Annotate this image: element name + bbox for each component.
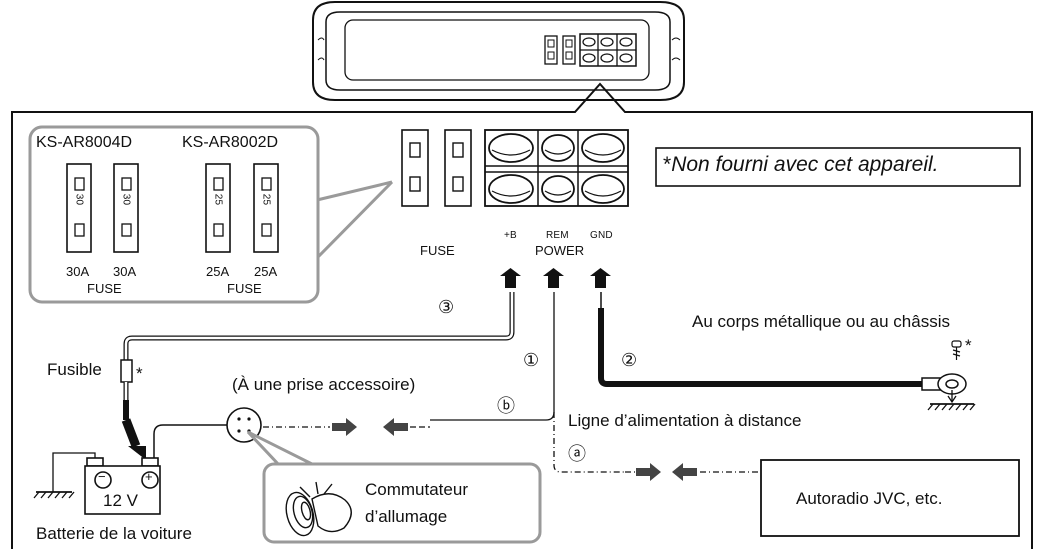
battery-voltage: 12 V xyxy=(103,491,138,510)
battery-caption: Batterie de la voiture xyxy=(36,524,192,543)
ring-terminal-icon xyxy=(921,373,967,395)
inset-fuse-rating: 25A xyxy=(254,264,278,279)
main-fuses xyxy=(401,129,472,207)
ground-icon xyxy=(927,390,976,411)
note-text: *Non fourni avec cet appareil. xyxy=(663,153,939,177)
inset-fuse-value: 30 xyxy=(73,193,85,206)
key-icon xyxy=(299,481,352,533)
note-star: * xyxy=(663,153,672,176)
terminal-bplus-label: +B xyxy=(504,230,517,241)
chassis-label: Au corps métallique ou au châssis xyxy=(692,312,950,331)
arrow-left-icon xyxy=(383,418,408,436)
inset-fuse-rating: 30A xyxy=(113,264,137,279)
remote-line-label: Ligne d’alimentation à distance xyxy=(568,411,802,430)
inset-fuse-rating: 25A xyxy=(206,264,230,279)
arrow-up-icon xyxy=(590,268,611,288)
battery-minus: − xyxy=(98,469,106,484)
arrow-up-icon xyxy=(543,268,564,288)
wire-3 xyxy=(120,292,515,460)
radio-label: Autoradio JVC, etc. xyxy=(796,489,943,508)
fuse-icon xyxy=(205,163,231,253)
inset-fuse-rating: 30A xyxy=(66,264,90,279)
fuse-icon xyxy=(120,359,133,383)
wire-label-3: ③ xyxy=(438,297,455,317)
wire-label-2: ② xyxy=(621,350,638,370)
arrow-left-icon xyxy=(672,463,697,481)
connection-label-b: ⓑ xyxy=(497,396,515,416)
inline-fuse-star: * xyxy=(136,364,143,383)
connection-label-a: ⓐ xyxy=(568,444,586,464)
inset-fuse-label-right: FUSE xyxy=(227,281,262,296)
arrow-right-icon xyxy=(636,463,661,481)
terminal-block-icon xyxy=(484,129,629,207)
terminal-gnd-label: GND xyxy=(590,230,613,241)
arrow-up-icon xyxy=(500,268,521,288)
main-fuse-label: FUSE xyxy=(420,243,455,258)
fuse-icon xyxy=(113,163,139,253)
wire-label-1: ① xyxy=(523,350,540,370)
inset-fuse-label-left: FUSE xyxy=(87,281,122,296)
screw-star: * xyxy=(965,336,972,355)
fuse-inset xyxy=(28,125,394,304)
inset-fuse-set xyxy=(66,163,279,253)
ignition-label-line1: Commutateur xyxy=(365,480,468,499)
inline-fuse-label: Fusible xyxy=(47,360,102,379)
battery-icon xyxy=(84,457,161,515)
wire-2 xyxy=(598,292,925,387)
inset-fuse-value: 25 xyxy=(212,193,224,206)
inset-fuse-value: 25 xyxy=(260,193,272,206)
fuse-icon xyxy=(66,163,92,253)
model-right: KS-AR8002D xyxy=(182,134,279,151)
screw-icon xyxy=(951,340,962,360)
inset-fuse-value: 30 xyxy=(120,193,132,206)
battery-plus: + xyxy=(145,469,153,484)
detail-frame xyxy=(11,82,1033,549)
accessory-label: (À une prise accessoire) xyxy=(232,375,416,394)
terminal-rem-label: REM xyxy=(546,230,569,241)
note-body: Non fourni avec cet appareil. xyxy=(671,153,939,176)
radio-box xyxy=(760,459,1020,537)
terminal-power-label: POWER xyxy=(535,243,585,258)
note-box xyxy=(655,147,1021,187)
fuse-icon xyxy=(253,163,279,253)
amplifier-unit xyxy=(312,1,685,101)
arrow-right-icon xyxy=(332,418,357,436)
ground-icon xyxy=(33,452,96,499)
ignition-label-line2: d’allumage xyxy=(365,507,448,526)
model-left: KS-AR8004D xyxy=(36,134,133,151)
ignition-switch-icon xyxy=(285,491,315,537)
wire-1 xyxy=(430,292,625,473)
